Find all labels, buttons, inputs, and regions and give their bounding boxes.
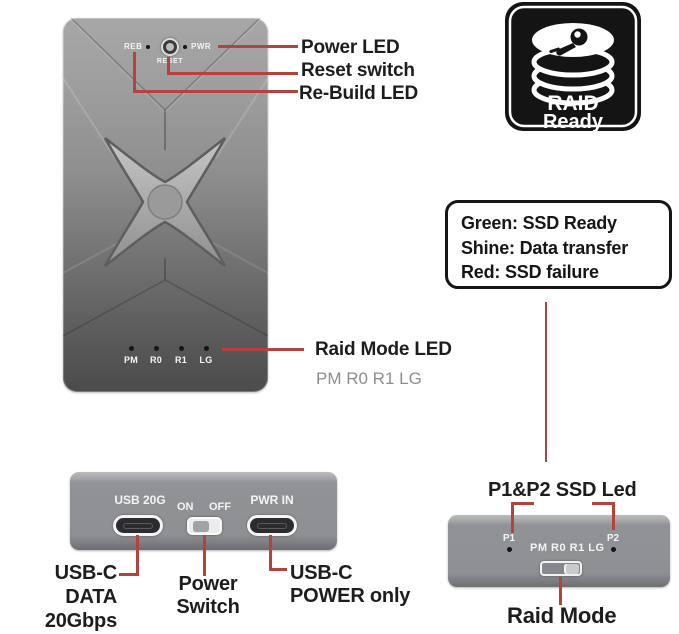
raid-led-r0: R0 (144, 346, 168, 365)
annotation-line-p2-v (612, 502, 615, 530)
annotation-line-rebuild-h (133, 90, 298, 93)
reset-button-center (166, 43, 174, 51)
annotation-line-power-led (218, 45, 298, 48)
usb-power-annotation-line1: USB-C (290, 562, 353, 584)
pm-led-label: PM (123, 355, 139, 365)
pm-led-dot-icon (128, 346, 134, 351)
raid-mode-annotation: Raid Mode (507, 603, 617, 628)
p1-ssd-led: P1 (500, 533, 518, 552)
usb-c-data-port-pin (123, 522, 153, 529)
reset-label: RESET (156, 58, 184, 65)
raid-mode-switch (540, 561, 582, 576)
rebuild-led-indicator: REB (124, 42, 151, 51)
power-switch-annotation-line1: Power (178, 573, 238, 595)
annotation-line-usb-data-v (136, 535, 139, 576)
legend-line-red: Red: SSD failure (461, 262, 599, 282)
raid-led-r1: R1 (169, 346, 193, 365)
usb-c-power-port (247, 515, 297, 536)
annotation-line-p2-h (592, 502, 615, 505)
r0-led-label: R0 (149, 355, 163, 365)
reset-switch-annotation: Reset switch (301, 60, 415, 81)
usb-power-annotation: USB-C POWER only (290, 562, 410, 608)
annotation-line-power-switch (203, 535, 206, 576)
pwr-in-label: PWR IN (250, 493, 294, 507)
p2-ssd-led: P2 (604, 533, 622, 552)
raid-badge-line1: RAID (547, 92, 598, 115)
led-status-legend-box: Green: SSD Ready Shine: Data transfer Re… (445, 200, 672, 289)
raid-mode-led-annotation: Raid Mode LED (315, 339, 452, 360)
usb-c-power-port-pin (257, 522, 287, 529)
annotation-line-legend-to-side (545, 302, 547, 462)
ssd-led-annotation: P1&P2 SSD Led (488, 479, 637, 501)
r1-led-label: R1 (174, 355, 188, 365)
enclosure-led-edge-view: P1 PM R0 R1 LG P2 (448, 515, 670, 587)
annotation-line-usb-data-h (119, 573, 139, 576)
annotation-line-p1-v (511, 502, 514, 533)
off-label: OFF (209, 501, 231, 513)
lg-led-label: LG (199, 355, 213, 365)
side-leds-label: PM R0 R1 LG (530, 542, 605, 554)
p1-label: P1 (502, 533, 516, 544)
annotation-line-usb-power-h (269, 568, 287, 571)
raid-mode-led-subtitle: PM R0 R1 LG (316, 369, 422, 388)
legend-line-green: Green: SSD Ready (461, 213, 617, 233)
annotation-line-reset-v (167, 57, 170, 75)
power-led-annotation: Power LED (301, 37, 400, 58)
legend-line-shine: Shine: Data transfer (461, 237, 629, 258)
r1-led-dot-icon (178, 346, 184, 351)
raid-led-pm: PM (119, 346, 143, 365)
usb-data-annotation: USB-C DATA 20Gbps (0, 561, 117, 633)
on-label: ON (177, 501, 194, 513)
reset-button (161, 38, 179, 56)
x-emblem (103, 137, 227, 267)
power-switch (187, 517, 222, 535)
annotation-line-raid-mode-led (222, 348, 304, 351)
x-pattern-shell (63, 18, 268, 337)
p2-led-dot-icon (610, 547, 616, 552)
power-switch-annotation: Power Switch (172, 573, 244, 619)
raid-mode-switch-knob (566, 563, 579, 574)
rebuild-led-annotation: Re-Build LED (299, 83, 418, 104)
usb-c-data-port (113, 515, 163, 536)
raid-ready-badge: RAID Ready (505, 2, 641, 131)
annotation-line-rebuild-v (133, 52, 136, 93)
annotation-line-usb-power-v (269, 535, 272, 571)
power-switch-annotation-line2: Switch (176, 596, 240, 618)
power-led-indicator: PWR (183, 42, 211, 51)
p1-led-dot-icon (506, 547, 512, 552)
lg-led-dot-icon (203, 346, 209, 351)
power-switch-knob (193, 520, 209, 532)
reb-label: REB (124, 42, 143, 51)
p2-label: P2 (606, 533, 620, 544)
usb-power-annotation-line2: POWER only (290, 585, 411, 607)
annotation-line-raid-mode-switch (559, 577, 562, 605)
usb-data-annotation-line2: 20Gbps (44, 610, 117, 632)
pwr-label: PWR (191, 42, 212, 51)
annotation-line-reset-h (167, 72, 298, 75)
raid-badge-line2: Ready (543, 111, 604, 131)
annotation-line-p1-h (511, 502, 534, 505)
pwr-led-dot-icon (183, 44, 187, 49)
disc-stack-icon (531, 23, 615, 106)
r0-led-dot-icon (153, 346, 159, 351)
raid-led-lg: LG (194, 346, 218, 365)
reb-led-dot-icon (146, 44, 151, 49)
usb-20g-label: USB 20G (114, 493, 166, 507)
usb-data-annotation-line1: USB-C DATA (54, 562, 118, 608)
